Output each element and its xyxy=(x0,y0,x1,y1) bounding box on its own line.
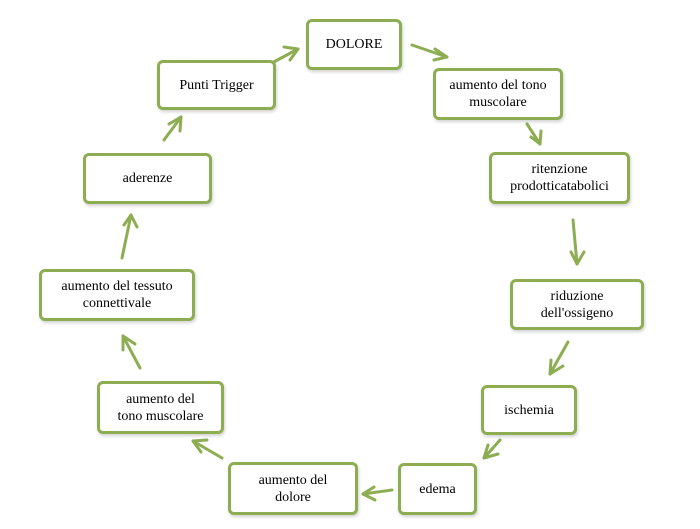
node-aumento-dolore: aumento del dolore xyxy=(228,462,358,515)
node-aumento-dolore-label: aumento del dolore xyxy=(258,472,328,505)
arrow-ritenzione-to-riduzione xyxy=(569,218,586,266)
node-aumento-tessuto-connettivale: aumento del tessuto connettivale xyxy=(39,269,195,321)
arrow-tono2-to-tessuto xyxy=(121,334,142,370)
node-aderenze-label: aderenze xyxy=(122,171,173,186)
node-ritenzione-label: ritenzione prodotticatabolici xyxy=(510,162,609,194)
node-ritenzione-prodotti-catabolici: ritenzione prodotticatabolici xyxy=(489,152,630,204)
arrow-aderenze-to-trigger xyxy=(162,115,183,142)
arrow-dolore-to-tono1 xyxy=(410,43,449,62)
node-riduzione-label: riduzione dell'ossigeno xyxy=(540,288,614,321)
arrow-ischemia-to-edema xyxy=(482,438,502,460)
node-dolore: DOLORE xyxy=(306,19,402,70)
arrow-tono1-to-ritenzione xyxy=(525,122,543,146)
node-aumento-tono-muscolare-2: aumento del tono muscolare xyxy=(97,381,224,434)
node-punti-trigger: Punti Trigger xyxy=(157,60,276,110)
node-ischemia: ischemia xyxy=(481,385,577,435)
node-ischemia-label: ischemia xyxy=(504,402,554,418)
node-aumento-tono-muscolare-2-label: aumento del tono muscolare xyxy=(117,391,204,424)
node-riduzione-ossigeno: riduzione dell'ossigeno xyxy=(510,279,644,330)
arrow-edema-to-dolore2 xyxy=(361,485,394,502)
arrow-riduzione-to-ischemia xyxy=(548,340,570,376)
node-aumento-tono-muscolare: aumento del tono muscolare xyxy=(433,68,563,120)
node-edema: edema xyxy=(398,463,477,515)
node-dolore-label: DOLORE xyxy=(325,37,383,52)
arrow-dolore2-to-tono2 xyxy=(191,438,224,460)
node-aderenze: aderenze xyxy=(83,153,212,204)
node-punti-trigger-label: Punti Trigger xyxy=(179,77,254,93)
node-edema-label: edema xyxy=(419,481,456,497)
node-tessuto-label: aumento del tessuto connettivale xyxy=(61,279,173,311)
arrow-tessuto-to-aderenze xyxy=(120,213,139,260)
node-aumento-tono-muscolare-label: aumento del tono muscolare xyxy=(449,78,547,110)
